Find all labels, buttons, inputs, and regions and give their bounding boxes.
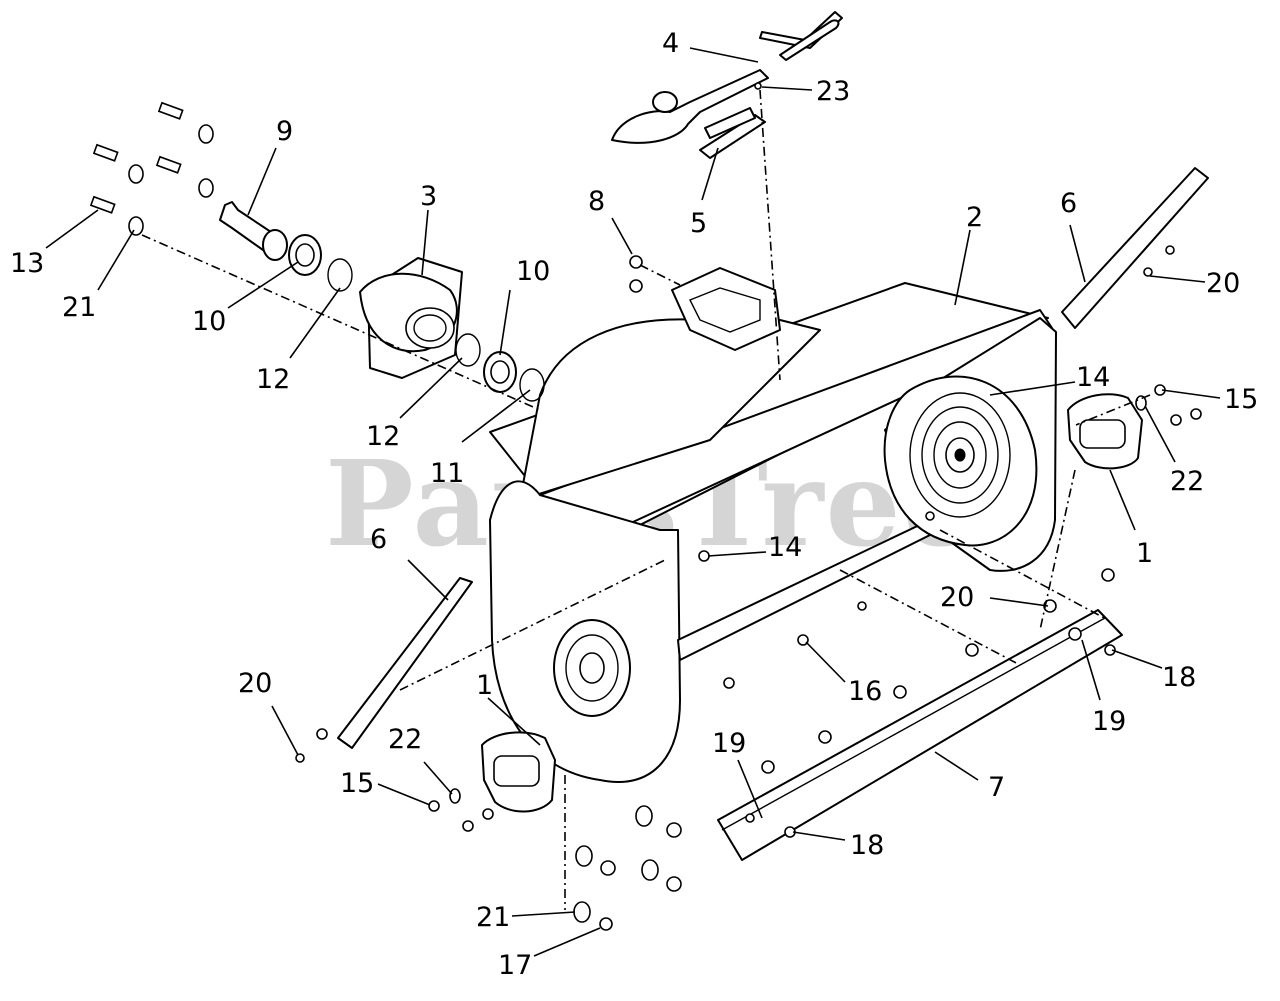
callout-20-left: 20 — [238, 668, 272, 699]
callout-15-right: 15 — [1224, 384, 1258, 415]
callout-19-left: 19 — [712, 728, 746, 759]
callout-6-left: 6 — [370, 524, 387, 555]
callout-5: 5 — [690, 208, 707, 239]
auger-housing — [489, 267, 1057, 783]
callout-22-right: 22 — [1170, 466, 1204, 497]
callout-4: 4 — [662, 28, 679, 59]
callout-20-top: 20 — [1206, 268, 1240, 299]
brace-right — [1061, 167, 1209, 329]
callout-10-right: 10 — [516, 256, 550, 287]
callout-23: 23 — [816, 76, 850, 107]
bearing-housing — [359, 257, 463, 379]
callout-22-left: 22 — [388, 724, 422, 755]
callout-18-right: 18 — [1162, 662, 1196, 693]
callout-9: 9 — [276, 116, 293, 147]
callout-18-left: 18 — [850, 830, 884, 861]
callout-8: 8 — [588, 186, 605, 217]
callout-2: 2 — [966, 202, 983, 233]
callout-7: 7 — [988, 772, 1005, 803]
skid-shoe-right — [1067, 393, 1143, 470]
callout-16: 16 — [848, 676, 882, 707]
callout-19-right: 19 — [1092, 706, 1126, 737]
callout-1-left: 1 — [476, 670, 493, 701]
callout-21-bottom: 21 — [476, 902, 510, 933]
hardware — [89, 82, 1202, 931]
callout-3: 3 — [420, 181, 437, 212]
skid-shoe-left — [481, 731, 556, 813]
callout-13: 13 — [10, 248, 44, 279]
callout-20-center: 20 — [940, 582, 974, 613]
bearings — [288, 234, 545, 402]
callout-6-top: 6 — [1060, 188, 1077, 219]
callout-15-left: 15 — [340, 768, 374, 799]
chute-bracket — [699, 107, 766, 159]
leader-lines — [45, 47, 1221, 957]
brace-left — [337, 577, 473, 749]
callout-12-upper: 12 — [256, 364, 290, 395]
auger-shaft — [219, 201, 288, 261]
callout-12-lower: 12 — [366, 421, 400, 452]
callout-labels: 4 23 9 3 8 5 2 6 20 13 21 10 10 12 12 11… — [10, 28, 1258, 981]
callout-14-center: 14 — [768, 532, 802, 563]
assembly-lines — [141, 89, 1151, 910]
callout-11: 11 — [430, 458, 464, 489]
chute-crank — [611, 11, 843, 144]
callout-1-right: 1 — [1136, 538, 1153, 569]
scraper-bar — [717, 609, 1123, 861]
callout-14-right: 14 — [1076, 362, 1110, 393]
callout-10-left: 10 — [192, 306, 226, 337]
callout-21-top: 21 — [62, 292, 96, 323]
callout-17: 17 — [498, 950, 532, 981]
